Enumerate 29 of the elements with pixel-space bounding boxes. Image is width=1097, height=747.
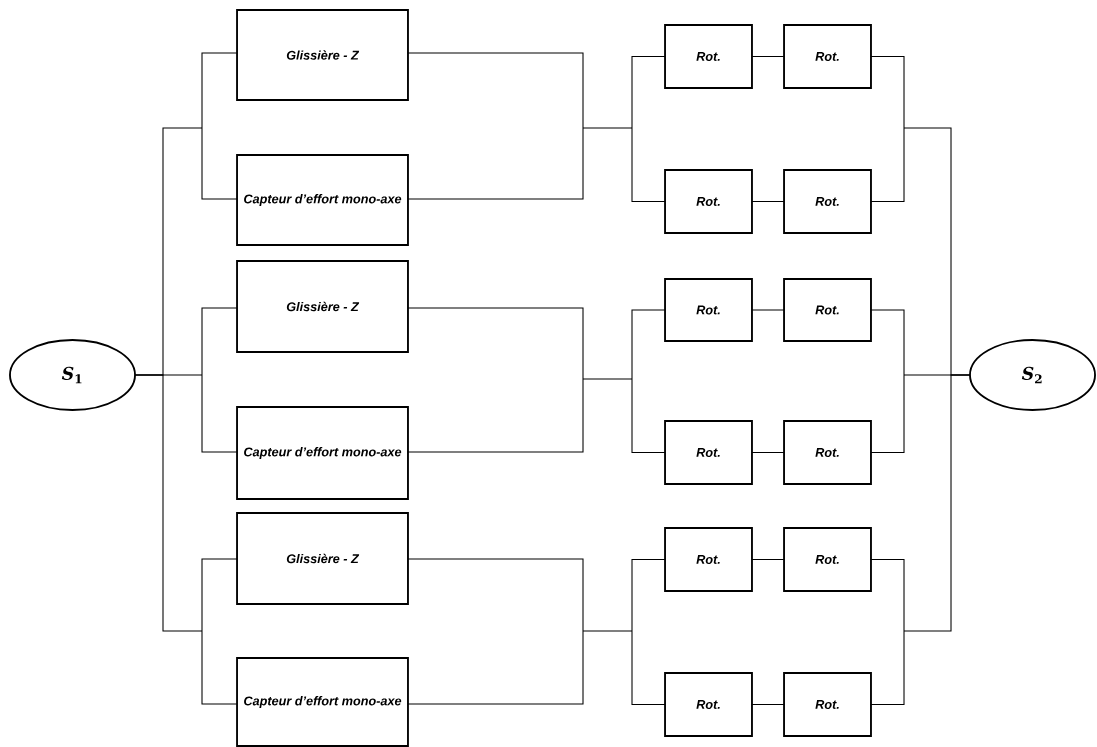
component-box: Capteur d’effort mono-axe [236, 406, 409, 500]
connector-line [407, 307, 666, 454]
connector-line [751, 703, 785, 706]
connector-line [134, 374, 238, 705]
connector-line [407, 558, 666, 706]
component-box: Capteur d’effort mono-axe [236, 657, 409, 747]
joint-box: Rot. [664, 24, 753, 89]
connector-line [751, 451, 785, 454]
connector-line [751, 309, 785, 311]
connector-line [751, 558, 785, 561]
joint-box: Rot. [783, 672, 872, 737]
joint-box: Rot. [664, 278, 753, 342]
connector-line [751, 200, 785, 203]
component-box: Glissière - Z [236, 260, 409, 353]
joint-box: Rot. [783, 169, 872, 234]
connector-line [870, 374, 971, 706]
joint-box: Rot. [664, 672, 753, 737]
component-box: Glissière - Z [236, 512, 409, 605]
component-box: Glissière - Z [236, 9, 409, 101]
connector-line [407, 52, 666, 203]
component-box: Capteur d’effort mono-axe [236, 154, 409, 246]
connector-line [751, 55, 785, 58]
joint-box: Rot. [664, 169, 753, 234]
joint-box: Rot. [664, 527, 753, 592]
joint-box: Rot. [783, 420, 872, 485]
joint-box: Rot. [783, 24, 872, 89]
joint-box: Rot. [783, 527, 872, 592]
joint-box: Rot. [783, 278, 872, 342]
joint-box: Rot. [664, 420, 753, 485]
